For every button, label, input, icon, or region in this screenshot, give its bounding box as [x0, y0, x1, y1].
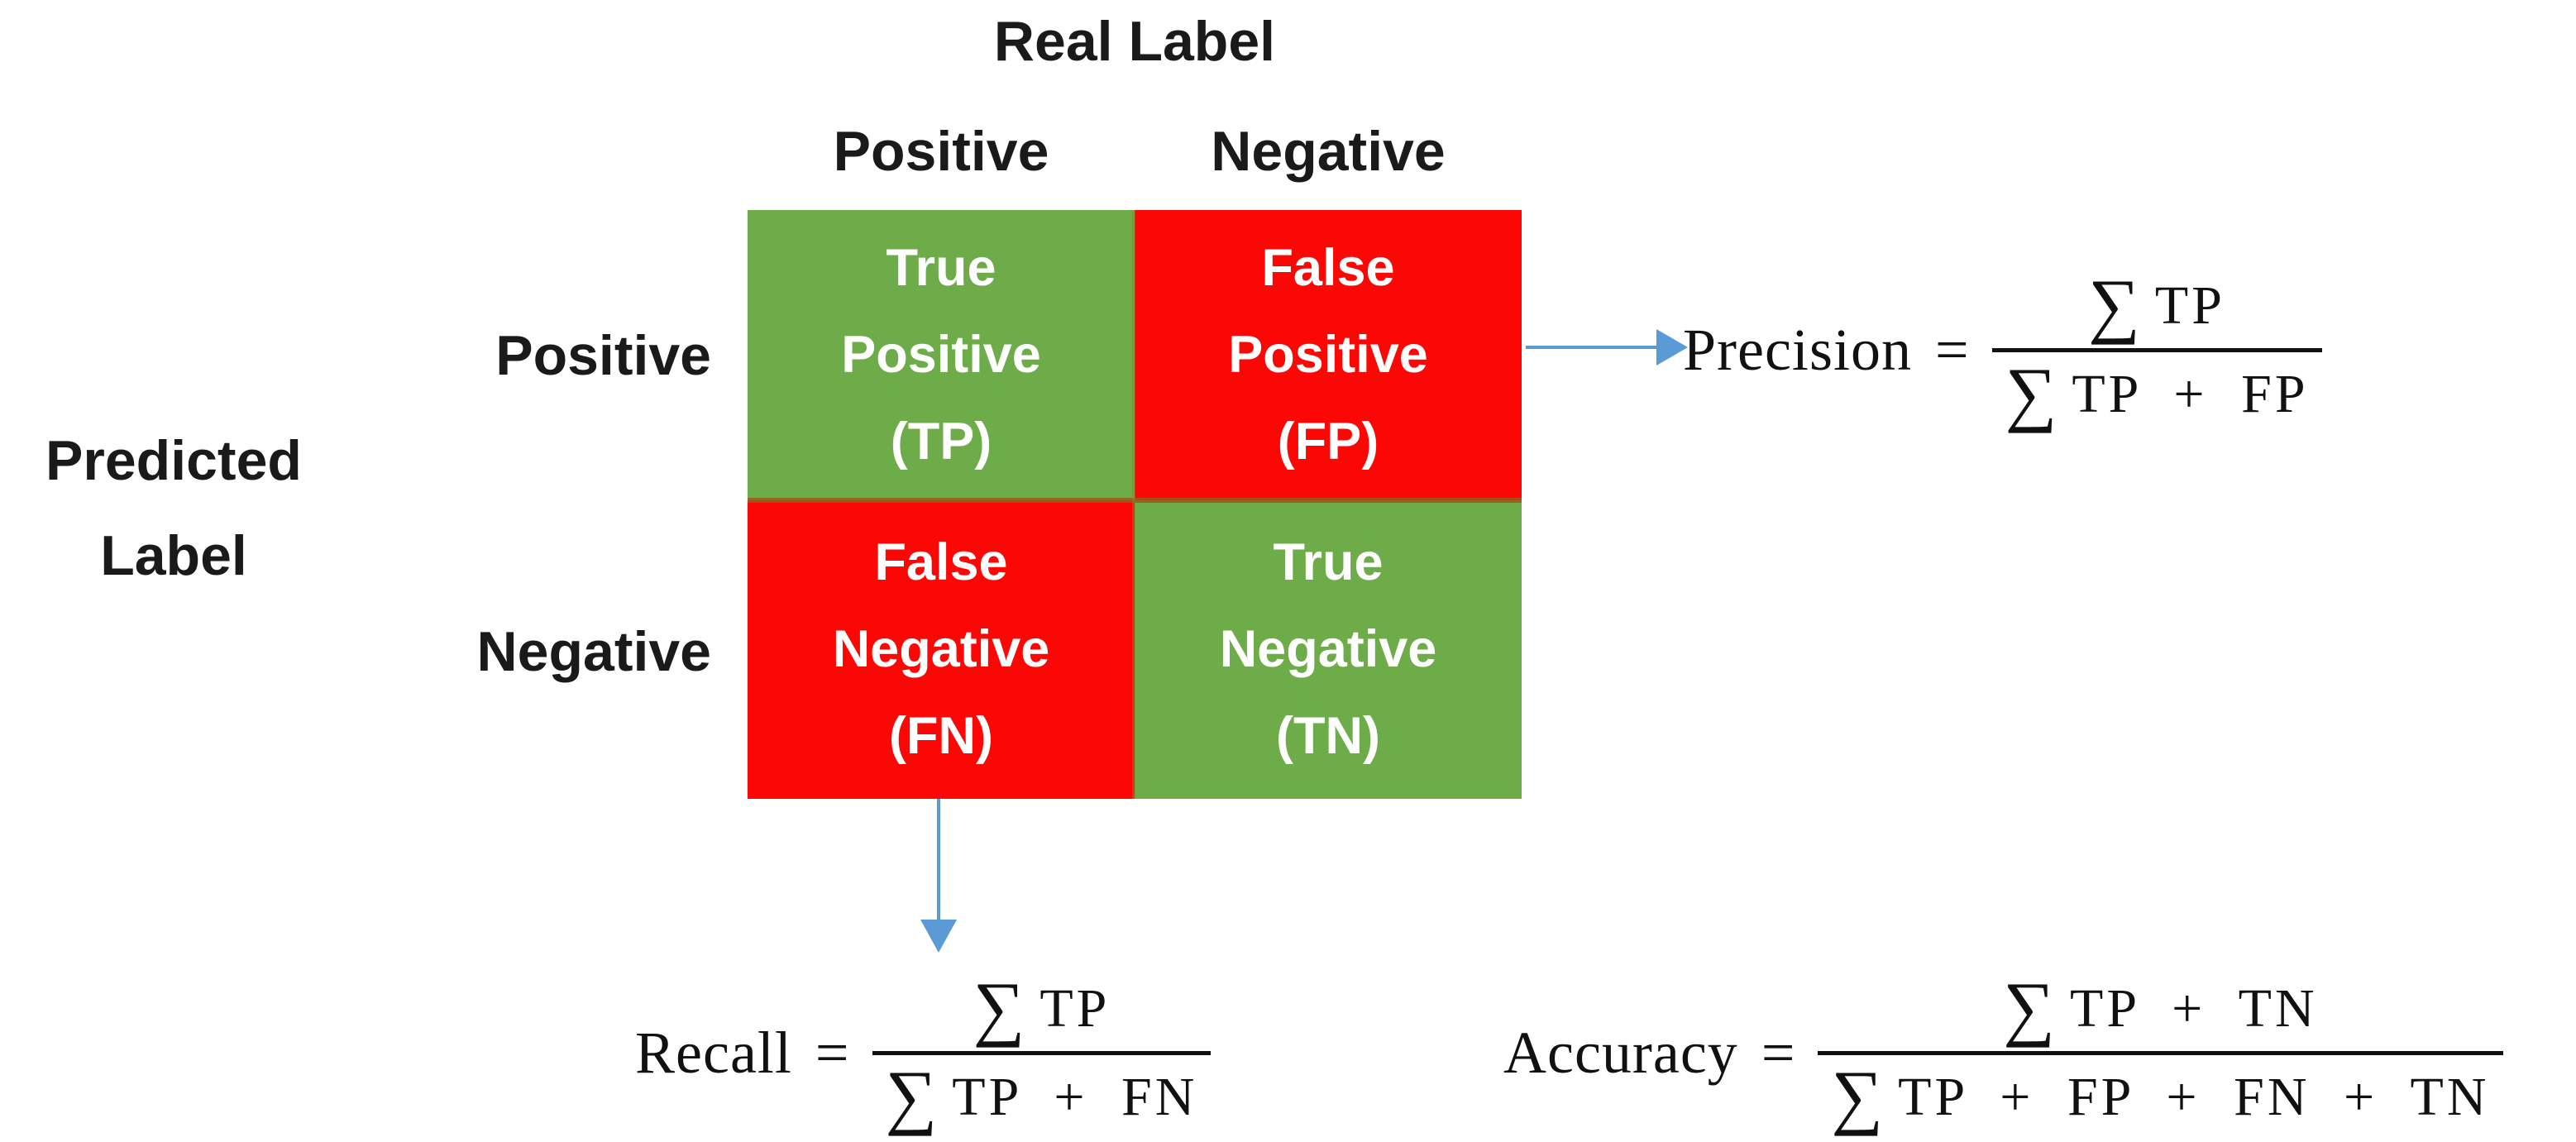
recall-denominator: ∑ TP + FN — [872, 1050, 1212, 1137]
cell-line: (FP) — [1277, 413, 1379, 471]
precision-formula: Precision = ∑ TP ∑ TP + FP — [1683, 263, 2322, 437]
matrix-row-divider — [748, 498, 1522, 503]
precision-numerator: ∑ TP — [2075, 265, 2239, 348]
predicted-label-line1: Predicted — [45, 429, 302, 492]
precision-denominator: ∑ TP + FP — [1991, 347, 2322, 434]
equals-sign: = — [1761, 1019, 1795, 1086]
accuracy-fraction: ∑ TP + TN ∑ TP + FP + FN + TN — [1818, 968, 2503, 1137]
accuracy-numerator-terms: TP + TN — [2070, 977, 2318, 1039]
cell-false-positive: False Positive (FP) — [1135, 210, 1522, 500]
cell-line: Negative — [1219, 620, 1437, 678]
recall-arrow — [937, 799, 940, 923]
sigma-symbol: ∑ — [973, 968, 1025, 1049]
row-header-positive: Positive — [495, 323, 711, 387]
cell-line: Positive — [841, 326, 1041, 384]
precision-arrowhead-icon — [1656, 329, 1688, 366]
equals-sign: = — [815, 1019, 849, 1086]
confusion-matrix: True Positive (TP) False Positive (FP) F… — [748, 210, 1522, 799]
predicted-label-title: Predicted Label — [8, 413, 339, 604]
accuracy-denominator-terms: TP + FP + FN + TN — [1898, 1066, 2490, 1127]
precision-arrow — [1526, 346, 1660, 349]
cell-true-positive: True Positive (TP) — [748, 210, 1135, 500]
column-headers: Positive Negative — [748, 106, 1522, 197]
accuracy-label: Accuracy — [1503, 1019, 1738, 1086]
cell-line: Negative — [832, 620, 1050, 678]
sigma-symbol: ∑ — [885, 1056, 938, 1137]
cell-false-negative: False Negative (FN) — [748, 500, 1135, 799]
row-header-negative: Negative — [476, 619, 711, 683]
recall-fraction: ∑ TP ∑ TP + FN — [872, 968, 1212, 1137]
accuracy-formula: Accuracy = ∑ TP + TN ∑ TP + FP + FN + TN — [1503, 963, 2503, 1142]
matrix-column-divider — [1132, 210, 1135, 799]
equals-sign: = — [1934, 316, 1969, 383]
cell-line: (TP) — [890, 413, 992, 471]
recall-denominator-terms: TP + FN — [952, 1066, 1198, 1127]
precision-label: Precision — [1683, 316, 1912, 383]
predicted-label-line2: Label — [100, 524, 247, 587]
real-label-title: Real Label — [993, 10, 1276, 73]
cell-line: (FN) — [889, 707, 993, 765]
cell-line: False — [1261, 239, 1395, 297]
cell-line: Positive — [1228, 326, 1428, 384]
sigma-symbol: ∑ — [2088, 265, 2140, 346]
sigma-symbol: ∑ — [2005, 353, 2057, 434]
recall-numerator-terms: TP — [1039, 977, 1111, 1039]
sigma-symbol: ∑ — [1831, 1056, 1884, 1137]
recall-label: Recall — [635, 1019, 792, 1086]
recall-arrowhead-icon — [920, 920, 957, 953]
column-header-negative: Negative — [1211, 120, 1446, 183]
recall-formula: Recall = ∑ TP ∑ TP + FN — [635, 966, 1212, 1140]
cell-line: True — [1273, 533, 1384, 591]
accuracy-denominator: ∑ TP + FP + FN + TN — [1818, 1050, 2503, 1137]
recall-numerator: ∑ TP — [960, 968, 1124, 1051]
cell-line: (TN) — [1276, 707, 1380, 765]
cell-line: False — [874, 533, 1008, 591]
precision-denominator-terms: TP + FP — [2072, 363, 2309, 424]
accuracy-numerator: ∑ TP + TN — [1990, 968, 2330, 1051]
column-header-positive: Positive — [833, 120, 1049, 183]
cell-line: True — [886, 239, 996, 297]
cell-true-negative: True Negative (TN) — [1135, 500, 1522, 799]
precision-numerator-terms: TP — [2154, 275, 2225, 336]
sigma-symbol: ∑ — [2003, 968, 2056, 1049]
precision-fraction: ∑ TP ∑ TP + FP — [1991, 265, 2322, 434]
